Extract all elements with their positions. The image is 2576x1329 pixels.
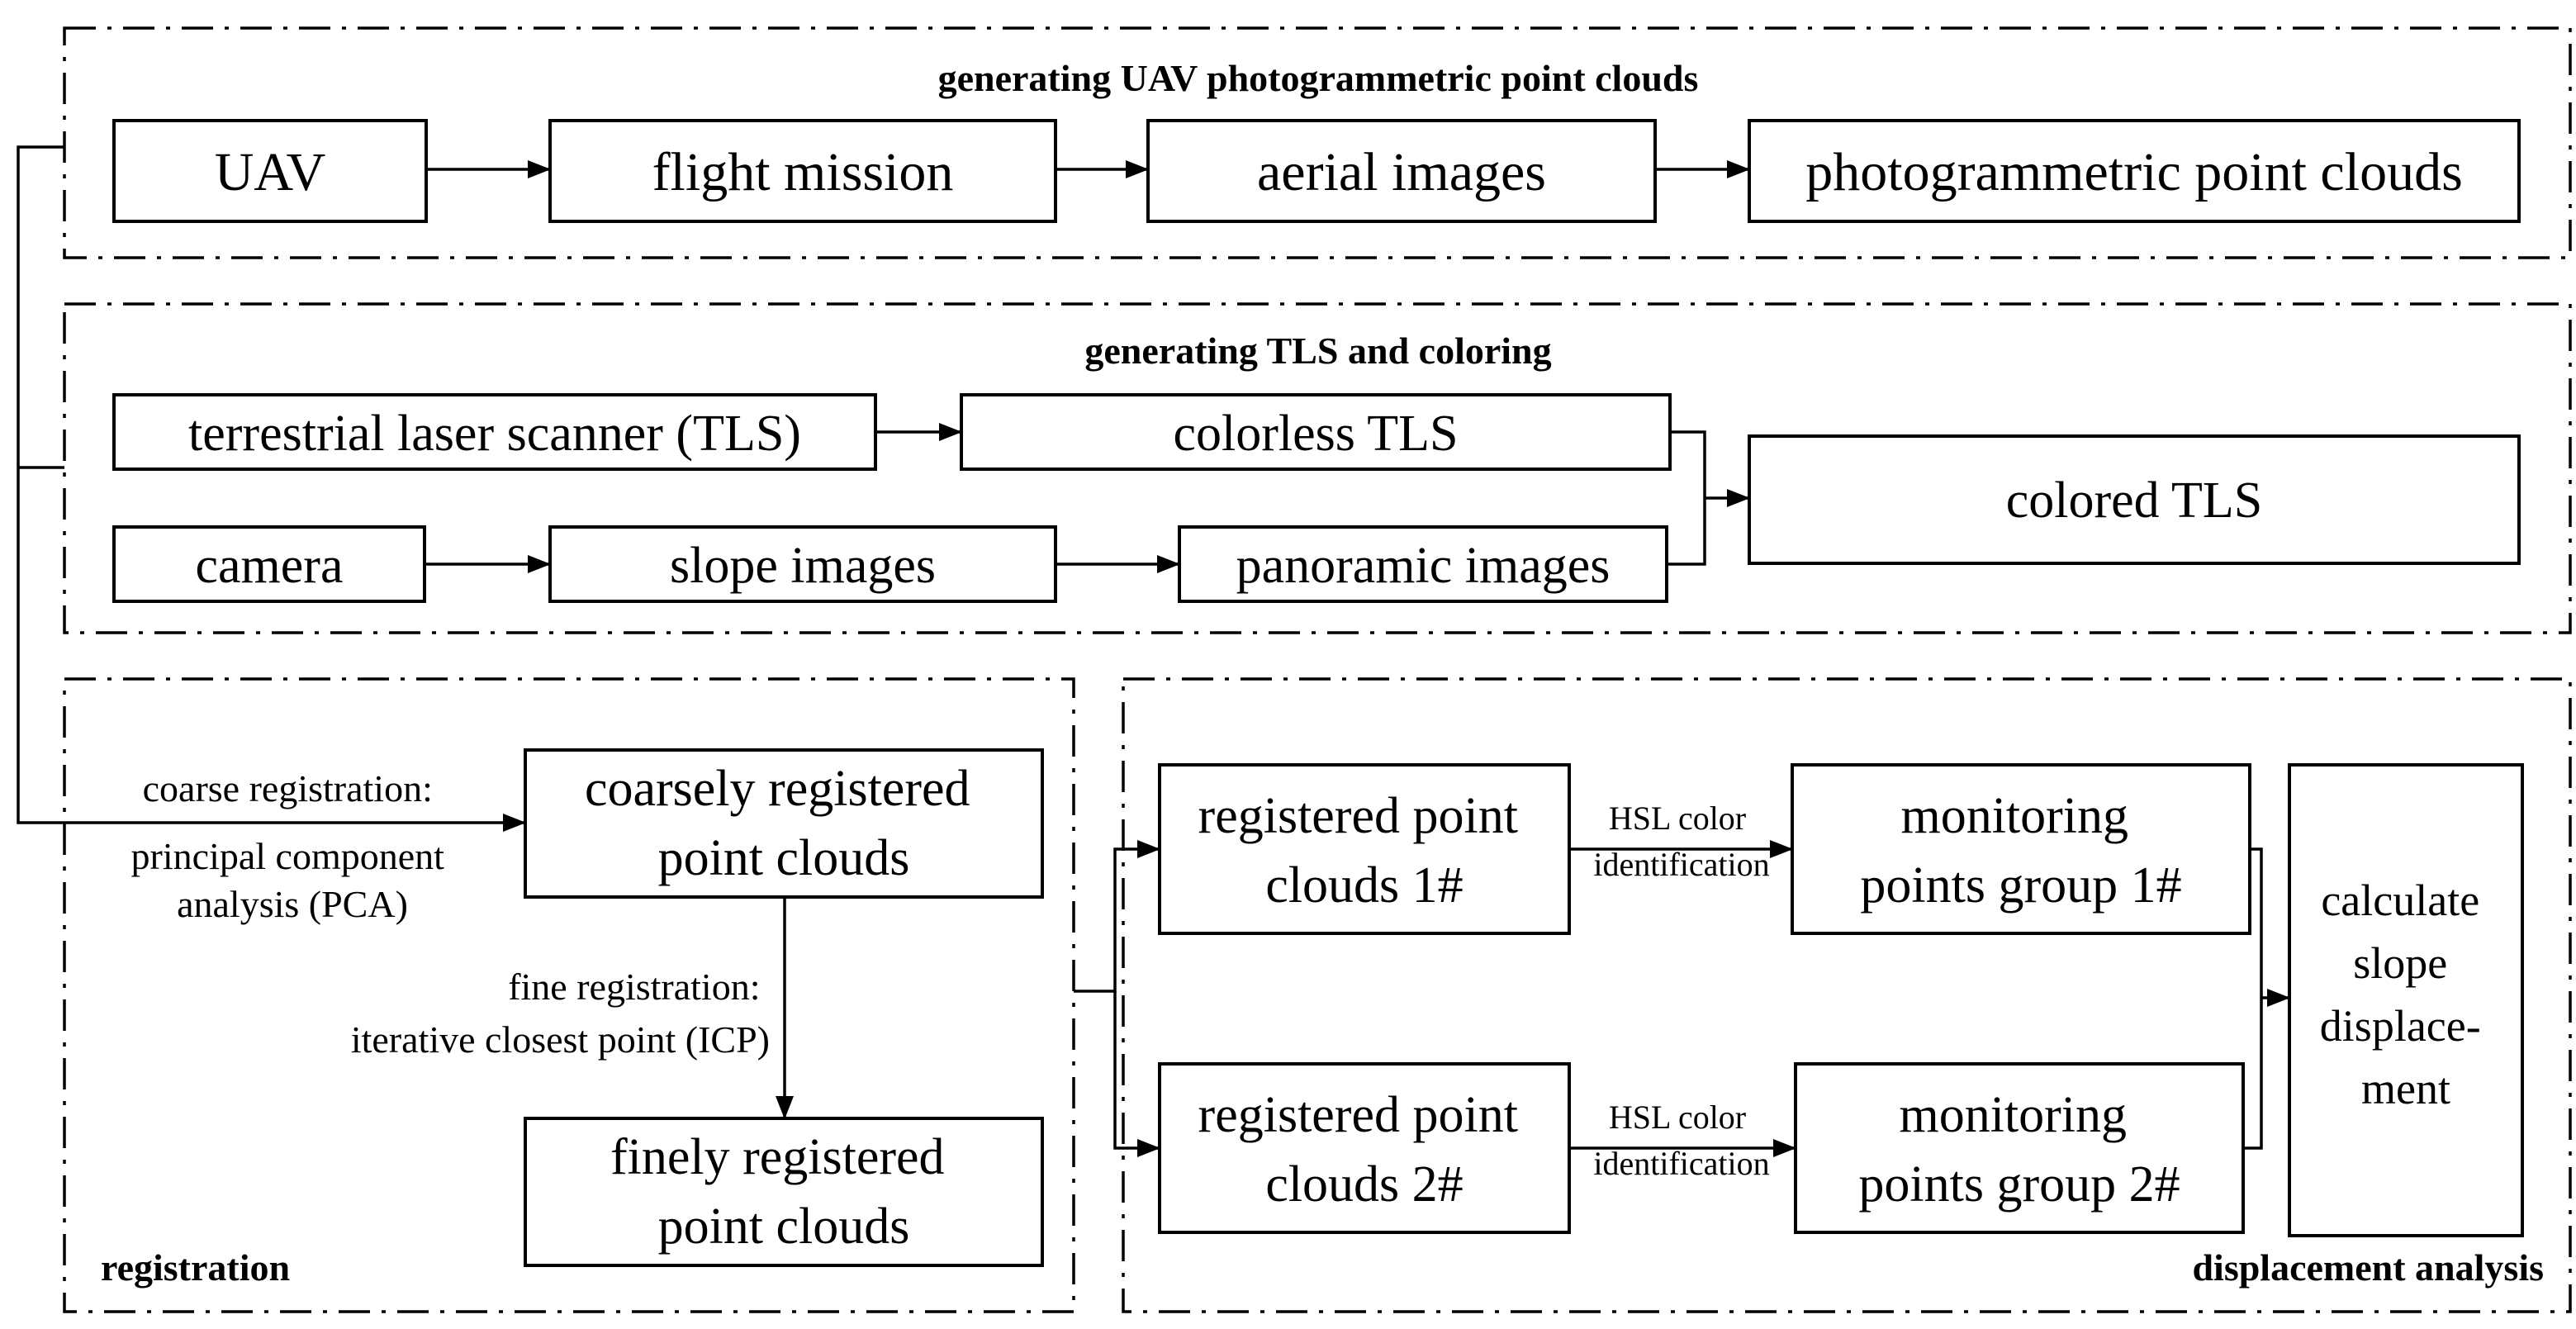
- node-monitoring-1: monitoring points group 1#: [1860, 788, 2181, 914]
- node-calculate-line-2: slope: [2353, 938, 2447, 988]
- group-tls: [63, 302, 2572, 634]
- split-connector-lower: [1113, 991, 1160, 1157]
- node-photogrammetric-point-clouds: photogrammetric point clouds: [1805, 142, 2463, 202]
- node-finely-registered-box: [524, 1117, 1044, 1267]
- label-hsl-2-line-2: identification: [1593, 1145, 1769, 1182]
- node-camera: camera: [196, 538, 344, 594]
- group-title-uav: generating UAV photogrammetric point clo…: [938, 57, 1699, 99]
- group-displacement: [1122, 677, 2572, 1313]
- label-hsl-1-line-1: HSL color: [1609, 800, 1746, 837]
- node-calculate-line-1: calculate: [2321, 876, 2479, 925]
- node-monitoring-2-line-1: monitoring: [1899, 1087, 2127, 1143]
- group-title-registration: registration: [101, 1246, 290, 1289]
- label-hsl-2: HSL color identification: [1593, 1099, 1769, 1182]
- node-colorless-tls-box: [960, 393, 1672, 471]
- node-coarsely-registered-box: [524, 748, 1044, 899]
- node-aerial-images: aerial images: [1257, 142, 1546, 202]
- label-coarse-registration: coarse registration: principal component…: [131, 767, 454, 925]
- node-registered-2: registered point clouds 2#: [1198, 1087, 1531, 1213]
- node-calculate-line-3: displace-: [2320, 1001, 2481, 1051]
- node-registered-1-box: [1158, 763, 1571, 935]
- node-coarsely-registered-line-1: coarsely registered: [585, 761, 970, 817]
- node-flight-mission-box: [548, 119, 1057, 223]
- node-slope-images-box: [548, 525, 1057, 603]
- node-uav: UAV: [215, 142, 325, 202]
- node-monitoring-1-line-1: monitoring: [1900, 788, 2128, 844]
- node-colored-tls-box: [1748, 434, 2521, 565]
- node-registered-2-line-1: registered point: [1198, 1087, 1518, 1143]
- node-monitoring-1-line-2: points group 1#: [1860, 857, 2181, 914]
- node-slope-images: slope images: [670, 538, 936, 594]
- node-registered-2-box: [1158, 1062, 1571, 1234]
- node-monitoring-2: monitoring points group 2#: [1858, 1087, 2180, 1213]
- node-calculate-line-4: ment: [2361, 1064, 2450, 1113]
- node-colorless-tls: colorless TLS: [1174, 406, 1459, 462]
- node-finely-registered-line-2: point clouds: [658, 1198, 910, 1255]
- label-coarse-line-1: coarse registration:: [143, 767, 433, 809]
- node-finely-registered-line-1: finely registered: [610, 1129, 945, 1185]
- node-colored-tls: colored TLS: [2006, 472, 2263, 529]
- label-hsl-1: HSL color identification: [1593, 800, 1769, 883]
- node-registered-1-line-1: registered point: [1198, 788, 1518, 844]
- node-monitoring-2-line-2: points group 2#: [1858, 1156, 2180, 1213]
- trunk-connector: [17, 145, 526, 832]
- node-flight-mission: flight mission: [652, 142, 954, 202]
- node-uav-box: [112, 119, 428, 223]
- node-panoramic-images: panoramic images: [1236, 538, 1611, 594]
- merge-colorless: [1667, 430, 1706, 566]
- node-finely-registered: finely registered point clouds: [610, 1129, 957, 1255]
- label-coarse-line-2: principal component: [131, 835, 445, 877]
- node-calculate: calculate slope displace- ment: [2320, 876, 2492, 1113]
- node-tls-scanner-box: [112, 393, 877, 471]
- group-title-tls: generating TLS and coloring: [1084, 330, 1551, 372]
- node-registered-1: registered point clouds 1#: [1198, 788, 1531, 914]
- node-registered-2-line-2: clouds 2#: [1265, 1156, 1463, 1213]
- label-hsl-2-line-1: HSL color: [1609, 1099, 1746, 1136]
- node-registered-1-line-2: clouds 1#: [1265, 857, 1463, 914]
- node-coarsely-registered-line-2: point clouds: [658, 830, 910, 886]
- label-fine-registration: fine registration: iterative closest poi…: [351, 966, 770, 1061]
- node-aerial-images-box: [1146, 119, 1657, 223]
- split-connector: [1074, 840, 1160, 993]
- label-fine-line-2: iterative closest point (ICP): [351, 1018, 770, 1061]
- node-calculate-box: [2288, 763, 2524, 1237]
- group-uav: [63, 26, 2572, 259]
- node-photogrammetric-box: [1748, 119, 2521, 223]
- node-coarsely-registered: coarsely registered point clouds: [585, 761, 983, 886]
- node-tls-scanner: terrestrial laser scanner (TLS): [188, 406, 801, 462]
- label-hsl-1-line-2: identification: [1593, 846, 1769, 883]
- node-panoramic-images-box: [1178, 525, 1668, 603]
- label-fine-line-1: fine registration:: [508, 966, 760, 1008]
- label-coarse-line-3: analysis (PCA): [177, 883, 408, 925]
- node-monitoring-1-box: [1791, 763, 2251, 935]
- group-title-displacement: displacement analysis: [2192, 1246, 2544, 1289]
- node-camera-box: [112, 525, 426, 603]
- node-monitoring-2-box: [1794, 1062, 2245, 1234]
